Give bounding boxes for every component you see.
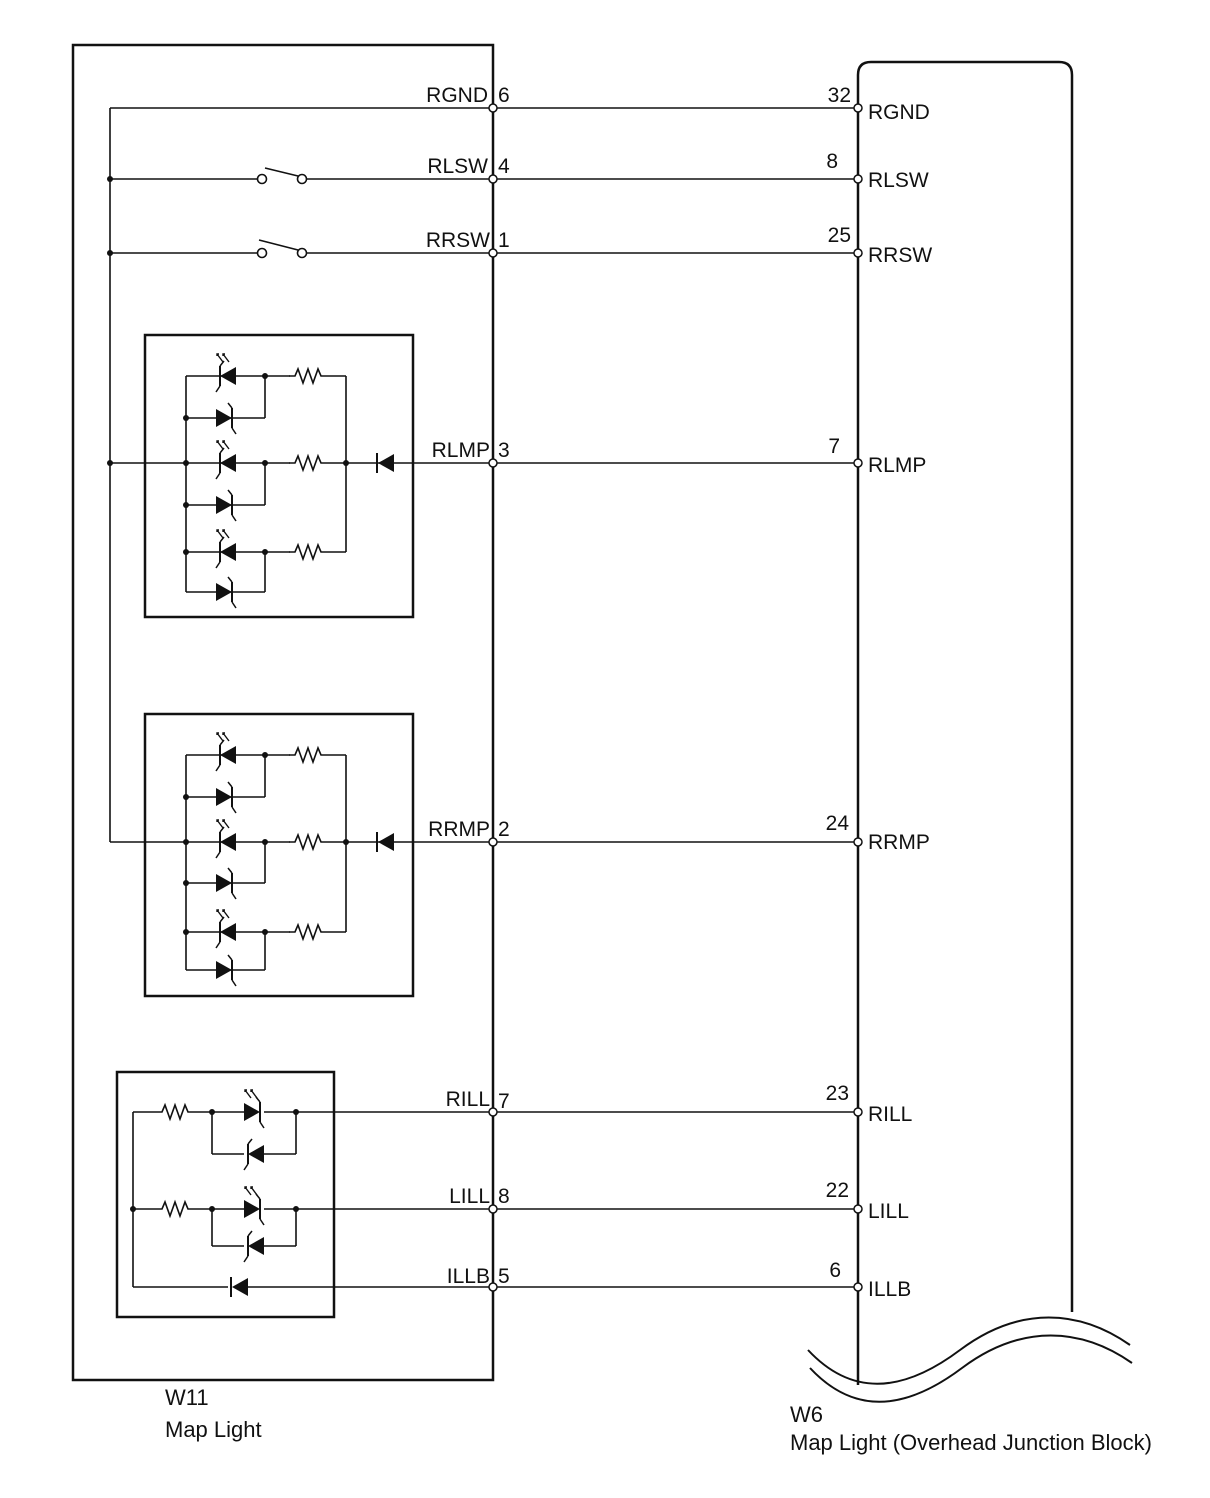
left-pin-number: 2 [498,818,510,841]
left-signal-label: RLSW [427,155,488,178]
right-pin-number: 32 [828,84,851,107]
led-icon [215,402,237,435]
led-module-rrmp [143,712,415,998]
left-signal-label: RRMP [428,818,490,841]
led-icon [243,1230,265,1263]
switch-icon [256,239,308,259]
resistor-icon [155,1104,193,1120]
left-pin-number: 6 [498,84,510,107]
ground-rail [109,108,262,843]
led-icon [215,954,237,987]
right-signal-label: RILL [868,1103,912,1126]
right-pin-number: 22 [826,1179,849,1202]
right-signal-label: RLSW [868,169,929,192]
left-pin-number: 8 [498,1185,510,1208]
led-icon [215,353,237,393]
left-pin-number: 1 [498,229,510,252]
resistor-icon [288,747,326,763]
w6-code: W6 [790,1402,823,1427]
led-icon [215,576,237,609]
led-icon [243,1186,265,1226]
left-pin-number: 5 [498,1265,510,1288]
left-signal-label: RLMP [432,439,490,462]
left-signal-label: RILL [446,1088,490,1111]
led-icon [215,819,237,859]
diode-icon [230,1276,249,1298]
left-signal-label: RGND [426,84,488,107]
resistor-icon [288,544,326,560]
left-pin-number: 7 [498,1090,510,1113]
left-pin-number: 3 [498,439,510,462]
right-signal-label: RLMP [868,454,926,477]
resistor-icon [288,368,326,384]
right-pin-number: 24 [826,812,850,835]
resistor-icon [155,1201,193,1217]
right-pin-number: 23 [826,1082,849,1105]
right-signal-label: RGND [868,101,930,124]
led-icon [215,440,237,480]
right-pin-number: 25 [828,224,851,247]
right-signal-label: RRMP [868,831,930,854]
right-pin-number: 6 [829,1259,841,1282]
left-signal-label: ILLB [447,1265,490,1288]
left-signal-label: LILL [449,1185,490,1208]
right-signal-label: RRSW [868,244,932,267]
led-icon [215,909,237,949]
illumination-module [115,1070,336,1319]
diode-icon [376,452,395,474]
left-pin-number: 4 [498,155,510,178]
resistor-icon [288,834,326,850]
led-module-rlmp [143,333,415,619]
led-icon [215,529,237,569]
led-icon [215,867,237,900]
left-signal-label: RRSW [426,229,490,252]
w11-code: W11 [165,1385,209,1410]
wires [110,107,858,1288]
right-pin-number: 7 [828,435,840,458]
resistor-icon [288,455,326,471]
right-signal-label: LILL [868,1200,909,1223]
led-icon [243,1138,265,1171]
switch-icon [256,167,308,185]
led-icon [243,1089,265,1129]
led-icon [215,781,237,814]
right-signal-label: ILLB [868,1278,911,1301]
w11-name: Map Light [165,1417,262,1442]
resistor-icon [288,924,326,940]
diode-icon [376,831,395,853]
w6-connector-outline [856,60,1074,1385]
terminals [488,103,863,1292]
led-icon [215,489,237,522]
wavy-break-icon [807,1316,1133,1403]
w6-name: Map Light (Overhead Junction Block) [790,1430,1152,1455]
led-icon [215,732,237,772]
right-pin-number: 8 [826,150,838,173]
